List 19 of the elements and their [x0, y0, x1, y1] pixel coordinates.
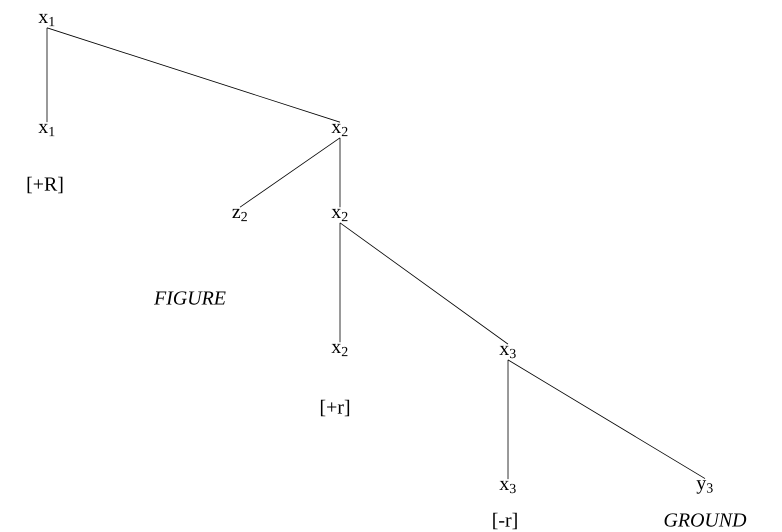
tree-node-label: x$_{3}$ [499, 346, 516, 358]
tree-branch [46, 27, 340, 123]
feature-label: [-r] [493, 512, 517, 530]
tree-node-label: y$_{3}$ [696, 480, 713, 494]
role-label: FIGURE [154, 291, 226, 305]
tree-branch [340, 222, 508, 345]
feature-label: [+R] [28, 176, 62, 194]
tree-branch [46, 27, 48, 123]
tree-branch [240, 137, 340, 208]
tree-node-label: x$_{1}$ [38, 14, 54, 26]
role-label: GROUND [664, 513, 746, 527]
tree-node-label: x$_{2}$ [331, 208, 348, 222]
feature-label: [+r] [320, 400, 350, 416]
tree-node-label: x$_{2}$ [331, 124, 348, 136]
tree-node-label: z$_{2}$ [232, 208, 247, 222]
tree-node-label: x$_{1}$ [38, 124, 54, 136]
tree-branch [508, 360, 706, 479]
tree-node-label: x$_{2}$ [331, 344, 348, 356]
tree-node-label: x$_{3}$ [499, 480, 516, 494]
